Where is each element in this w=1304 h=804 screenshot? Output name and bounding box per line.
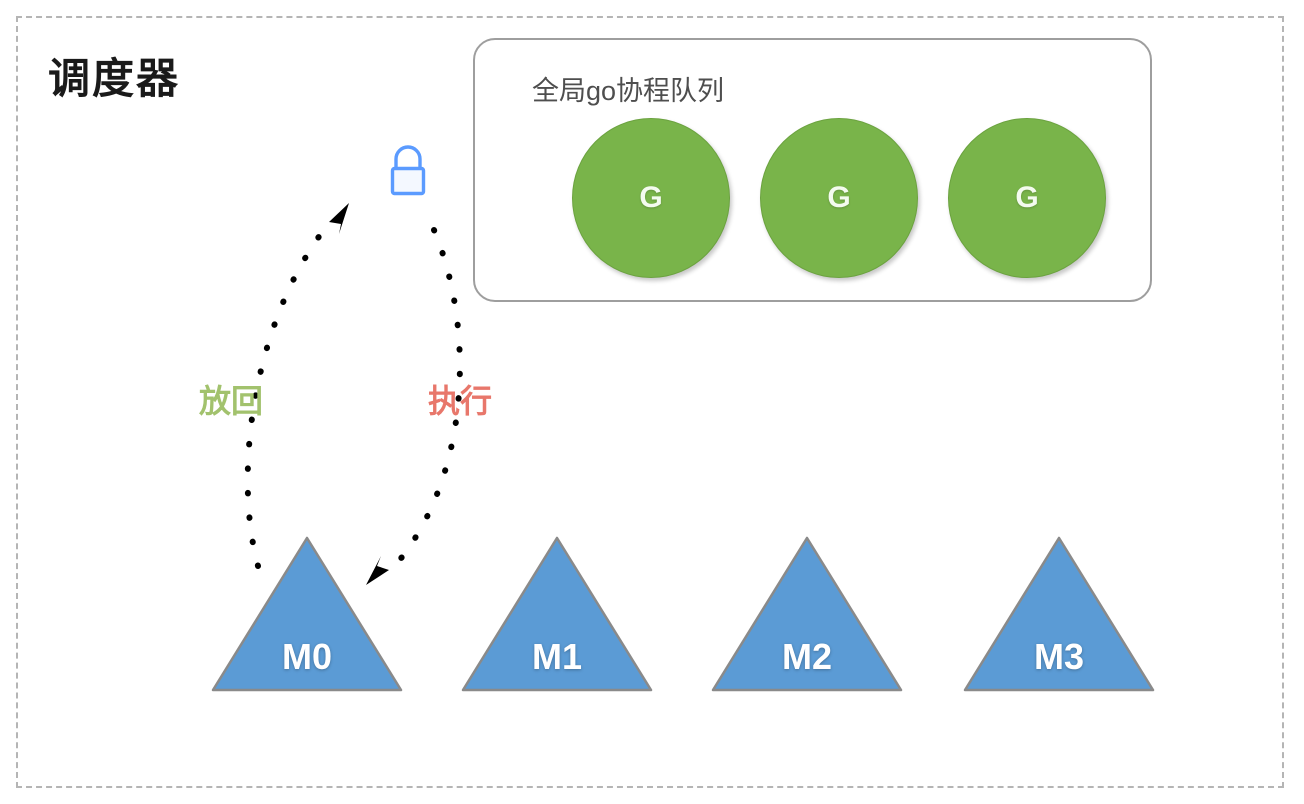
goroutine-node: G xyxy=(948,118,1106,278)
machine-node: M2 xyxy=(710,535,904,693)
execute-arrow-label: 执行 xyxy=(428,383,493,419)
machine-label: M2 xyxy=(781,636,832,677)
global-queue-panel: 全局go协程队列 G G G xyxy=(473,38,1152,302)
goroutine-node: G xyxy=(572,118,730,278)
goroutine-node: G xyxy=(760,118,918,278)
scheduler-boundary xyxy=(16,16,1284,788)
lock-icon xyxy=(384,142,432,202)
return-arrow-label: 放回 xyxy=(199,383,264,419)
goroutine-label: G xyxy=(827,181,851,214)
machine-label: M1 xyxy=(531,636,582,677)
machine-node: M3 xyxy=(962,535,1156,693)
machine-node: M1 xyxy=(460,535,654,693)
goroutine-label: G xyxy=(639,181,663,214)
goroutine-label: G xyxy=(1015,181,1039,214)
machine-node: M0 xyxy=(210,535,404,693)
global-queue-label: 全局go协程队列 xyxy=(532,76,725,106)
machine-label: M0 xyxy=(281,636,332,677)
scheduler-title: 调度器 xyxy=(48,55,181,102)
machine-label: M3 xyxy=(1033,636,1084,677)
